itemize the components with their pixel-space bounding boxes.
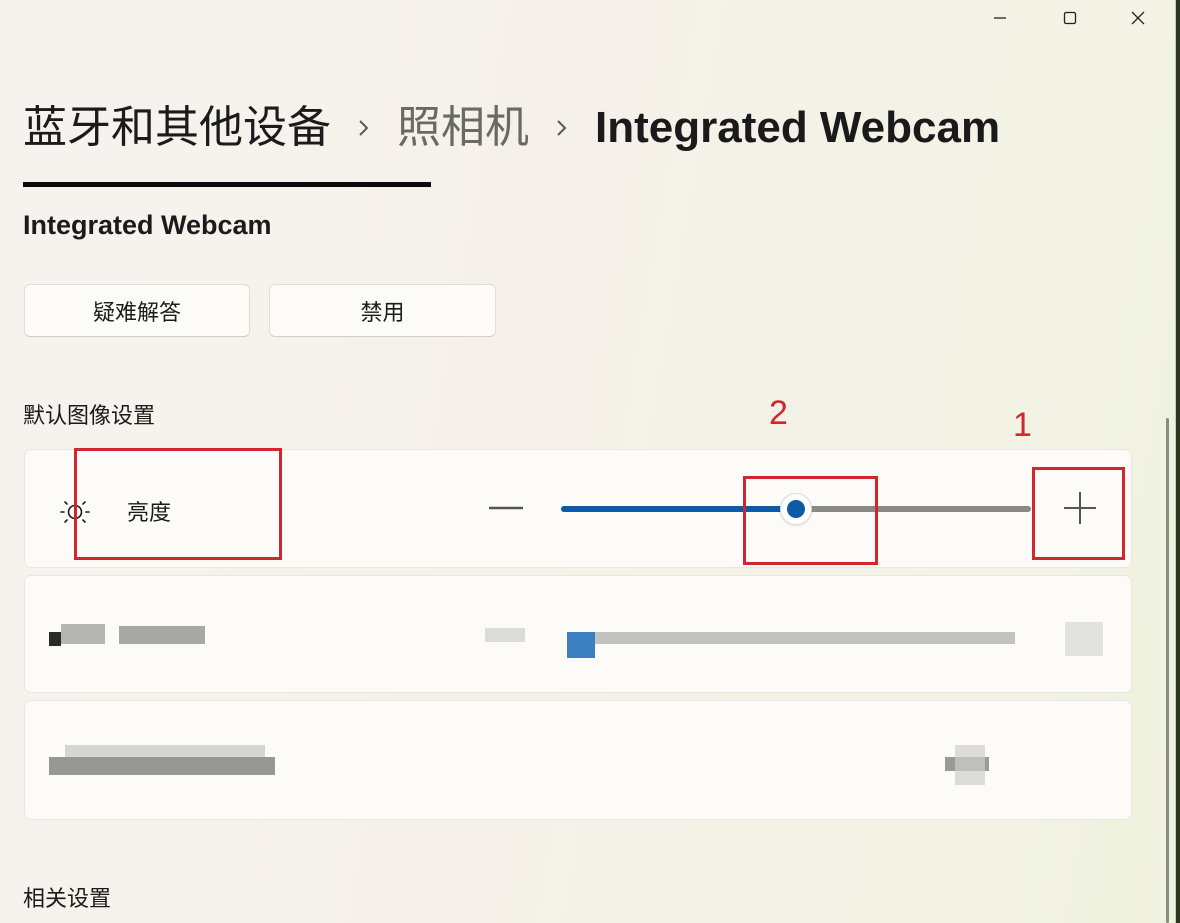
slider-fill bbox=[561, 506, 796, 512]
increase-brightness-button[interactable] bbox=[1055, 486, 1105, 530]
default-image-settings-label: 默认图像设置 bbox=[23, 404, 156, 429]
plus-icon bbox=[1064, 492, 1096, 524]
chevron-right-icon bbox=[555, 118, 569, 138]
troubleshoot-button[interactable]: 疑难解答 bbox=[24, 284, 250, 337]
maximize-icon bbox=[1063, 11, 1077, 25]
redacted-setting-row bbox=[24, 700, 1132, 820]
annotation-box-slider-thumb bbox=[743, 476, 878, 565]
annotation-box-increase-button bbox=[1032, 467, 1125, 560]
minimize-icon bbox=[994, 17, 1006, 19]
close-icon bbox=[1131, 11, 1145, 25]
device-title: Integrated Webcam bbox=[23, 210, 272, 240]
disable-button[interactable]: 禁用 bbox=[269, 284, 496, 337]
close-button[interactable] bbox=[1113, 0, 1163, 36]
breadcrumb-current-device: Integrated Webcam bbox=[595, 103, 1001, 152]
vertical-scrollbar[interactable] bbox=[1166, 418, 1169, 923]
breadcrumb-cameras[interactable]: 照相机 bbox=[397, 102, 529, 153]
annotation-box-brightness-label bbox=[74, 448, 282, 560]
chevron-right-icon bbox=[357, 118, 371, 138]
thumb-dot bbox=[787, 500, 805, 518]
brightness-label: 亮度 bbox=[127, 501, 172, 526]
breadcrumb-underline bbox=[23, 182, 431, 187]
redacted-setting-row bbox=[24, 575, 1132, 693]
minus-icon bbox=[489, 506, 523, 510]
annotation-number-1: 1 bbox=[1013, 406, 1032, 444]
breadcrumb-bluetooth-devices[interactable]: 蓝牙和其他设备 bbox=[23, 102, 331, 153]
decrease-brightness-button[interactable] bbox=[480, 486, 532, 530]
brightness-slider[interactable] bbox=[561, 493, 1031, 525]
related-settings-label: 相关设置 bbox=[23, 887, 112, 912]
brightness-card: 亮度 bbox=[24, 449, 1132, 568]
maximize-button[interactable] bbox=[1045, 0, 1095, 36]
minimize-button[interactable] bbox=[975, 0, 1025, 36]
breadcrumb: 蓝牙和其他设备 照相机 Integrated Webcam bbox=[23, 96, 1000, 160]
annotation-number-2: 2 bbox=[769, 394, 788, 432]
brightness-slider-thumb[interactable] bbox=[780, 493, 812, 525]
